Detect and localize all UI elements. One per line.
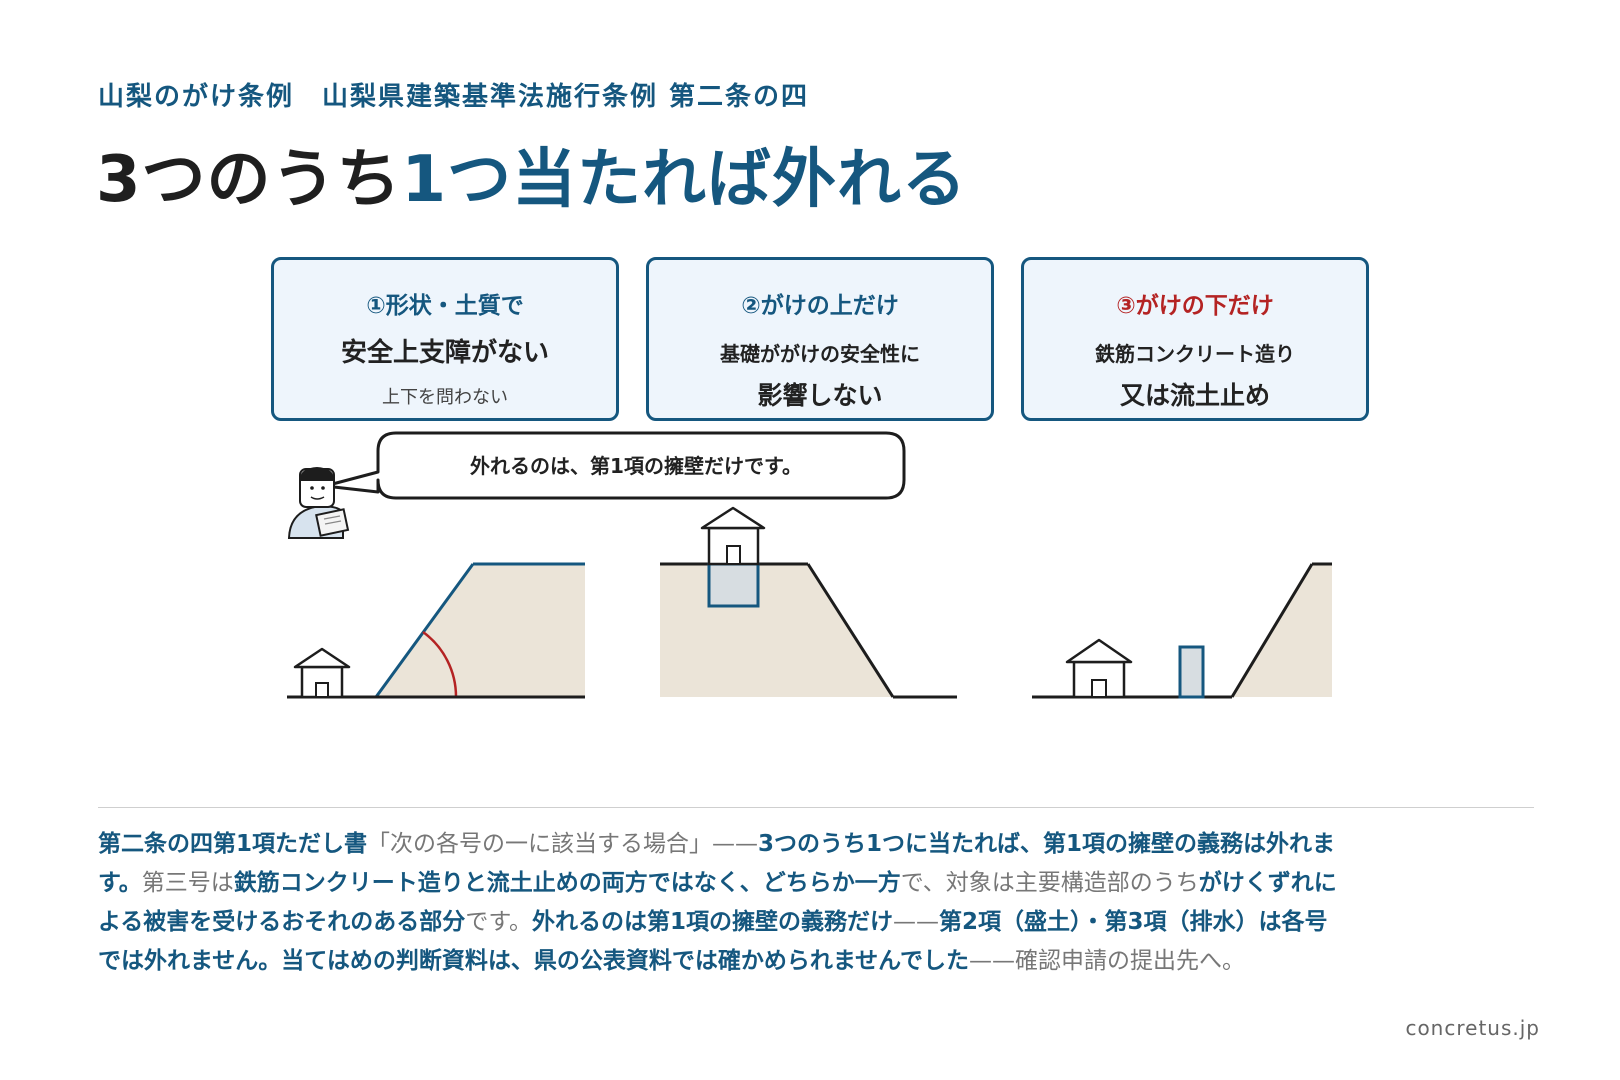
- speech-bubble: [323, 431, 906, 500]
- explanation-paragraph: 第二条の四第1項ただし書「次の各号の一に該当する場合」——3つのうち1つに当たれ…: [98, 825, 1338, 981]
- card-3-line-1: 鉄筋コンクリート造り: [1095, 342, 1295, 366]
- title-plain: 3つのうち: [96, 143, 402, 217]
- page-subtitle: 山梨のがけ条例 山梨県建築基準法施行条例 第二条の四: [98, 82, 810, 112]
- page-title: 3つのうち1つ当たれば外れる: [96, 128, 967, 220]
- scenario-2-top-of-cliff: [660, 506, 957, 699]
- card-3-title: ③がけの下だけ: [1116, 293, 1274, 319]
- site-credit[interactable]: concretus.jp: [1405, 1016, 1540, 1040]
- body-segment: 第2項（盛土）・第3項（排水）は各号では外れません。当てはめの判断資料は、県の公…: [98, 909, 1328, 974]
- title-accent: 1つ当たれば外れる: [401, 143, 968, 217]
- card-2-line-2: 影響しない: [757, 381, 883, 410]
- body-segment: 外れるのは第1項の擁壁の義務だけ: [532, 909, 894, 935]
- divider: [98, 807, 1534, 808]
- body-segment: 「次の各号の一に該当する場合」——: [367, 831, 759, 857]
- speech-bubble-text: 外れるのは、第1項の擁壁だけです。: [470, 454, 802, 478]
- house-icon: [1065, 638, 1133, 699]
- house-icon: [700, 506, 766, 566]
- card-1-note: 上下を問わない: [382, 387, 508, 408]
- scenario-3-bottom-of-cliff: [1032, 562, 1332, 699]
- condition-card-3: ③がけの下だけ 鉄筋コンクリート造り 又は流土止め: [1021, 257, 1369, 421]
- body-segment: ——確認申請の提出先へ。: [969, 948, 1246, 974]
- body-segment: で、対象は主要構造部のうち: [900, 870, 1199, 896]
- card-2-line-1: 基礎ががけの安全性に: [720, 342, 920, 366]
- card-1-title: ①形状・土質で: [366, 293, 524, 319]
- scenario-1-slope-angle: [287, 562, 585, 699]
- condition-card-2: ②がけの上だけ 基礎ががけの安全性に 影響しない: [646, 257, 994, 421]
- retaining-wall: [1178, 645, 1205, 699]
- body-segment: ——: [893, 909, 940, 935]
- body-segment: 鉄筋コンクリート造りと流土止めの両方ではなく、どちらか一方: [233, 870, 901, 896]
- house-icon: [293, 647, 351, 699]
- condition-card-1: ①形状・土質で 安全上支障がない 上下を問わない: [271, 257, 619, 421]
- body-segment: がけくずれによる被害を受けるおそれのある部分: [98, 870, 1337, 935]
- inspector-character-icon: [287, 467, 350, 539]
- card-1-main-text: 安全上支障がない: [340, 338, 549, 368]
- card-2-title: ②がけの上だけ: [741, 293, 899, 319]
- deep-foundation: [707, 562, 760, 608]
- body-segment: 第三号は: [141, 870, 234, 896]
- body-segment: です。: [465, 909, 533, 935]
- card-3-line-2: 又は流土止め: [1119, 381, 1270, 410]
- body-segment: 3つのうち1つに当たれば、第1項の擁壁の義務は外れます。: [98, 831, 1336, 896]
- slope-angle-arc: [422, 630, 458, 698]
- body-segment: 第二条の四第1項ただし書: [98, 831, 368, 857]
